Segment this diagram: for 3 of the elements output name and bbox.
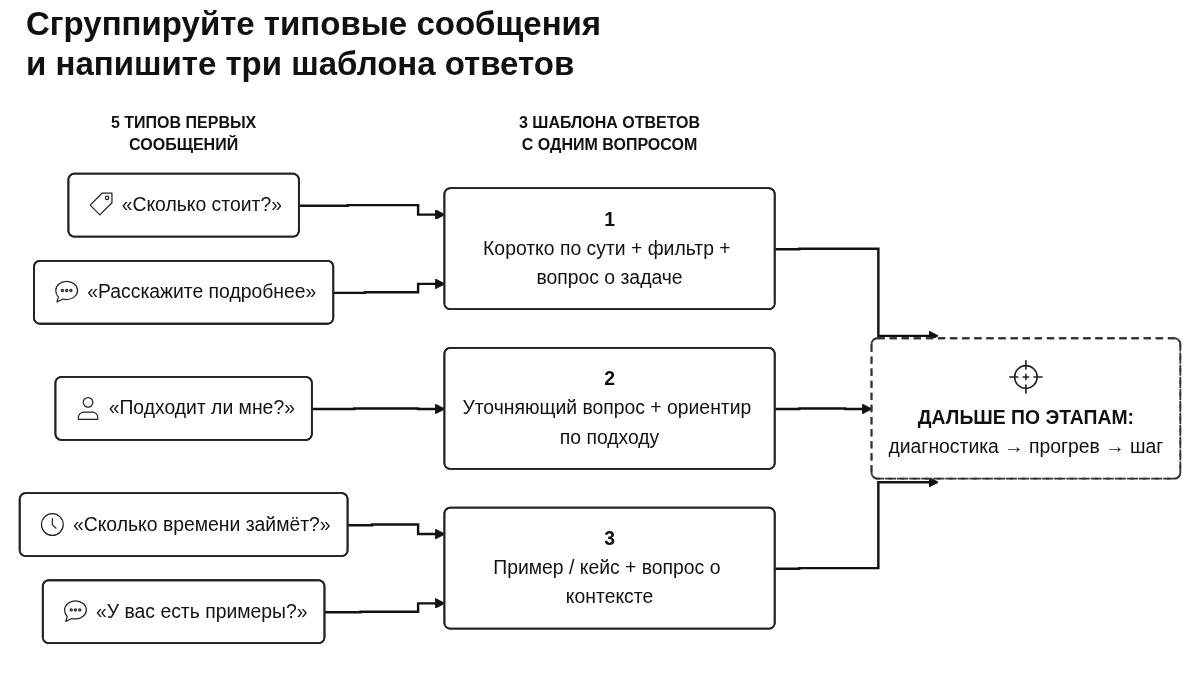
column-heading: 3 ШАБЛОНА ОТВЕТОВ С ОДНИМ ВОПРОСОМ bbox=[518, 113, 702, 155]
diagram-title: Сгруппируйте типовые сообщения и напишите три шаблона ответов bbox=[26, 4, 603, 84]
column-heading: 5 ТИПОВ ПЕРВЫХ СООБЩЕНИЙ bbox=[109, 113, 258, 155]
